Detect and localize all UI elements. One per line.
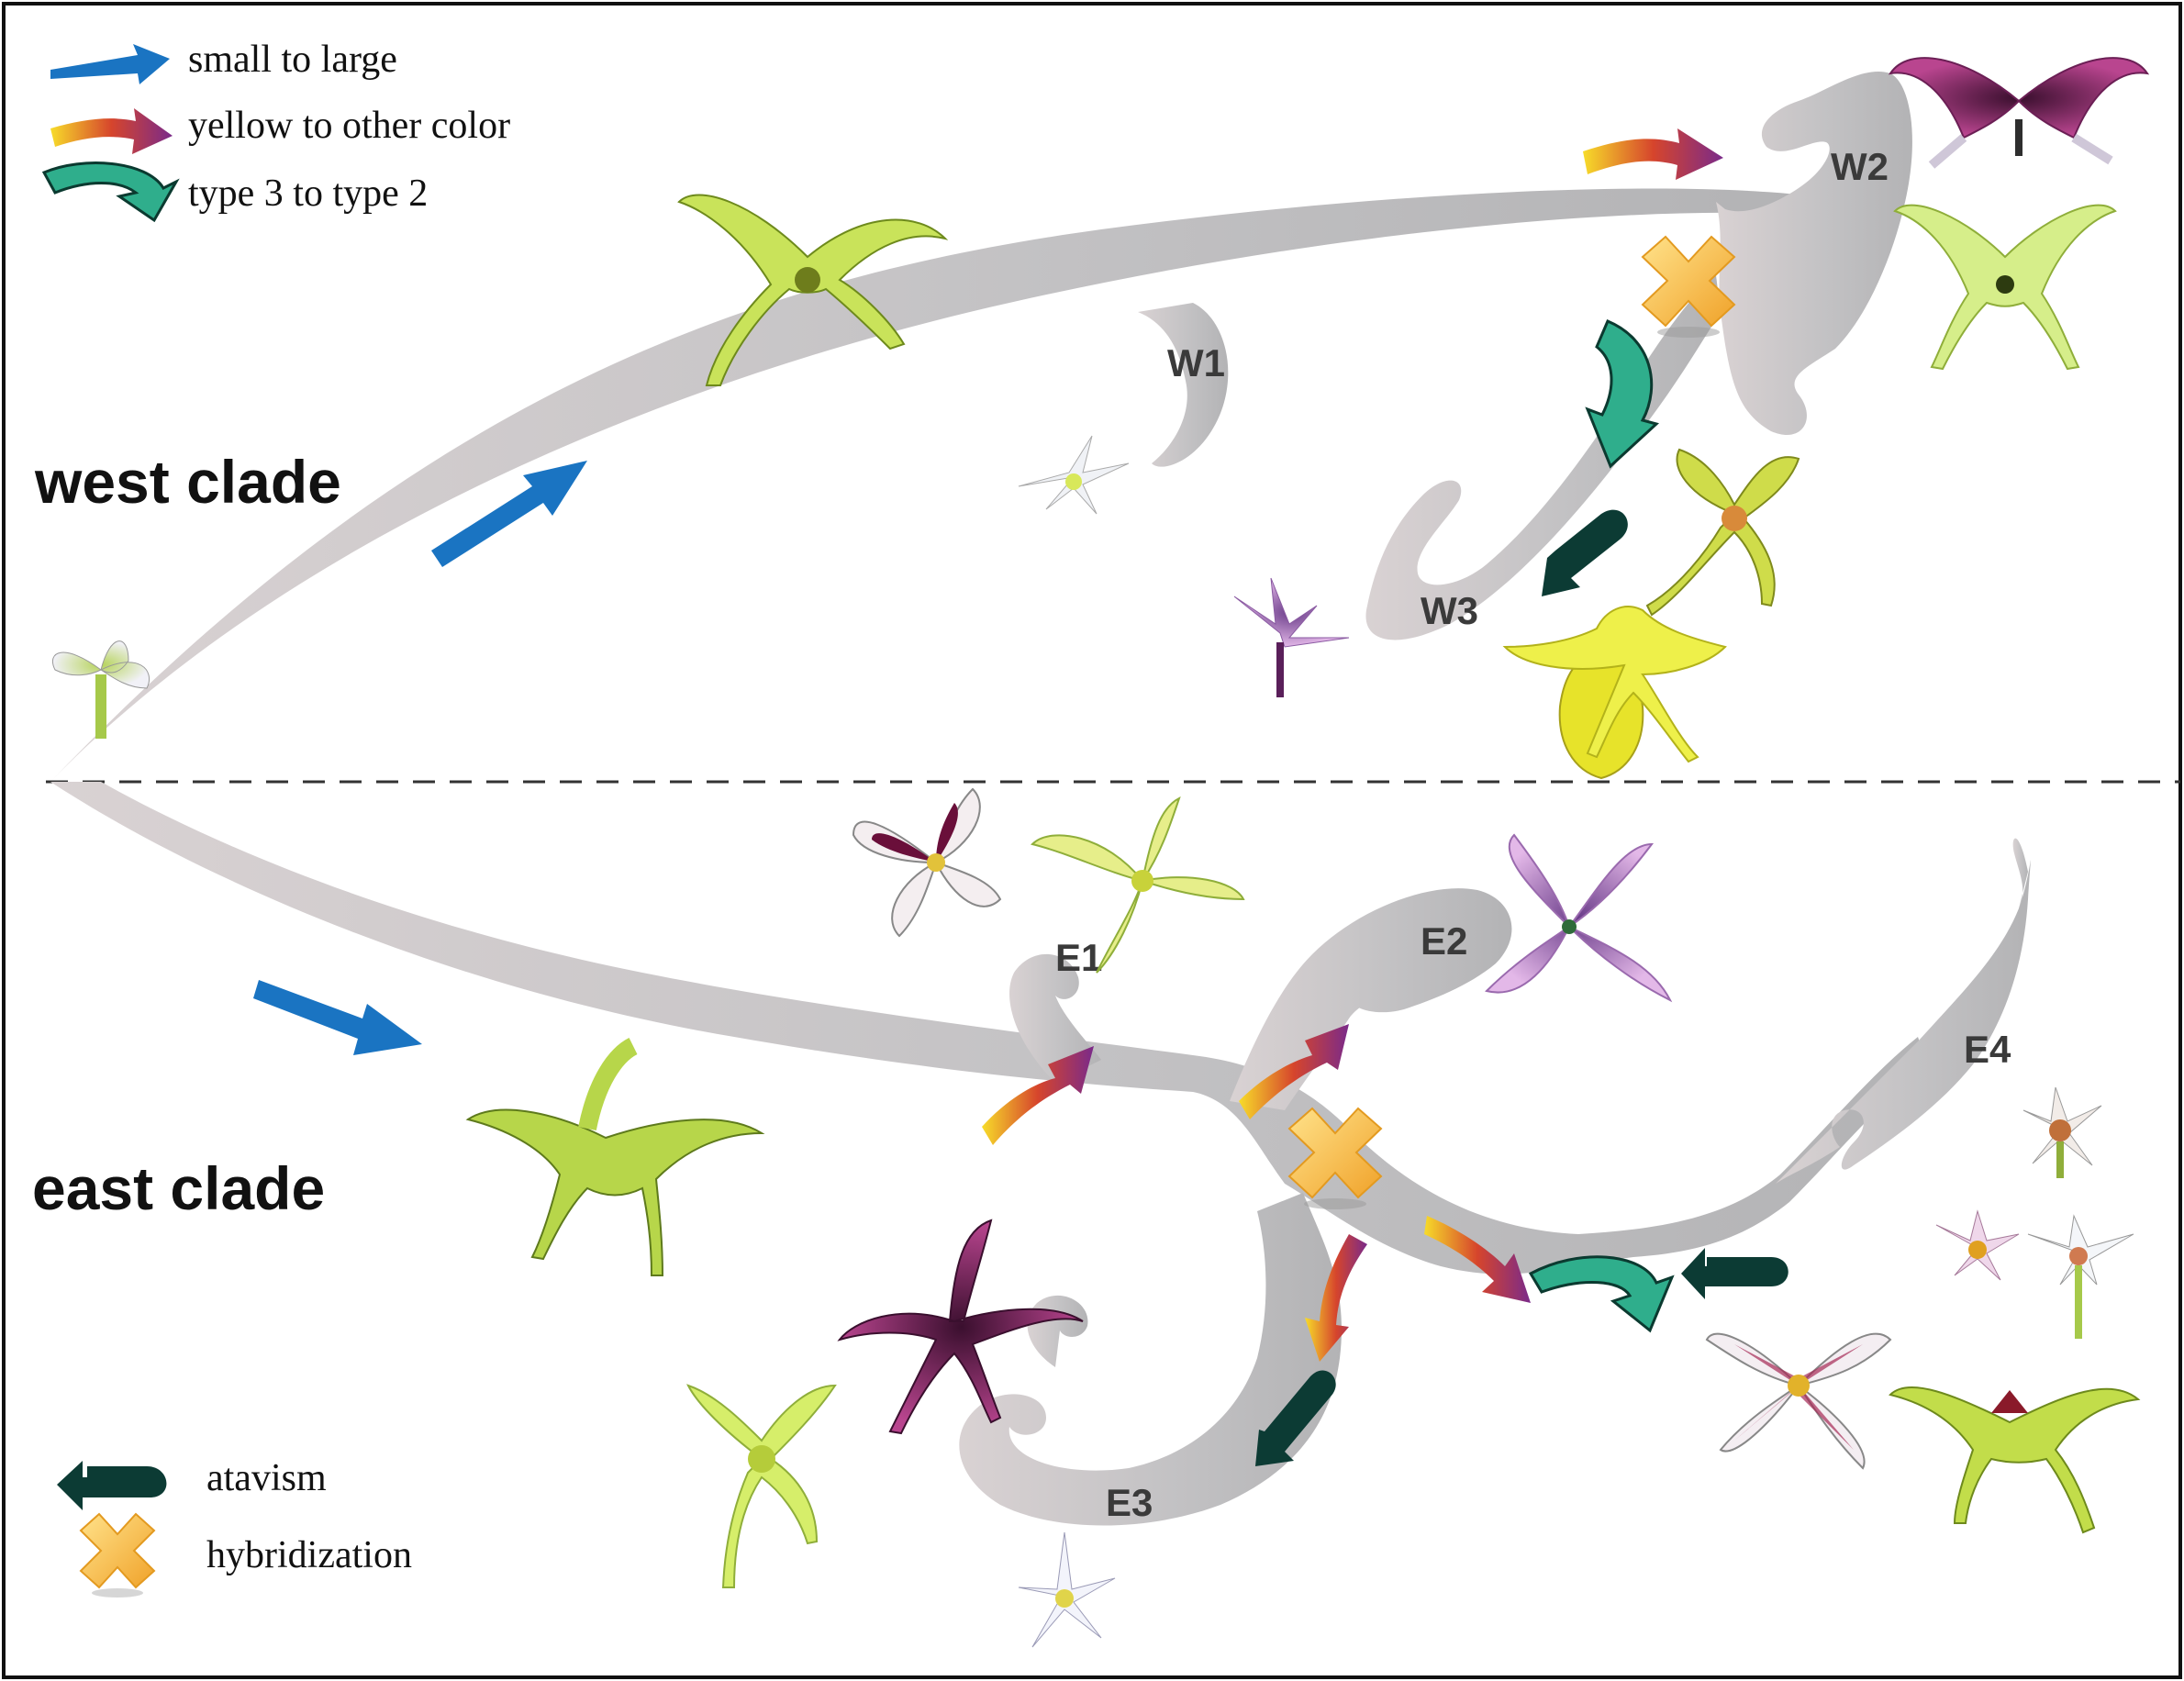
phylogeny-branches — [50, 71, 2031, 1526]
color-arrow-e1 — [982, 1046, 1094, 1145]
flower-icon — [1705, 1332, 1892, 1470]
yellow-to-other-color-arrow-icon — [50, 108, 173, 154]
w1-branch — [1138, 303, 1229, 467]
legend-hybridization: hybridization — [206, 1534, 412, 1576]
branch-label-e4: E4 — [1964, 1028, 2011, 1071]
color-arrow-w2 — [1583, 128, 1723, 180]
branch-label-e1: E1 — [1055, 936, 1102, 979]
color-arrow-e3 — [1305, 1234, 1367, 1362]
branch-label-e3: E3 — [1106, 1481, 1153, 1524]
small-to-large-arrow-icon — [50, 44, 170, 84]
flower-icon — [2027, 1214, 2134, 1339]
flower-icon — [52, 640, 150, 739]
blue-arrow-west — [431, 461, 587, 567]
color-arrow-e4 — [1424, 1216, 1531, 1303]
flower-icon — [852, 787, 1002, 938]
color-arrow-e2 — [1239, 1024, 1349, 1119]
flower-icon — [1889, 1386, 2141, 1534]
branch-label-w3: W3 — [1421, 589, 1478, 632]
flower-icon — [1888, 57, 2150, 169]
legend-type3-to-type2: type 3 to type 2 — [188, 173, 428, 215]
flower-icon — [2022, 1086, 2102, 1178]
flower-icon — [1645, 448, 1800, 617]
type3-to-type2-arrow-icon — [41, 161, 180, 223]
e3-branch — [959, 1193, 1342, 1526]
branch-label-w2: W2 — [1831, 145, 1889, 188]
east-clade-label: east clade — [32, 1154, 325, 1222]
atavism-arrow-e3 — [1255, 1370, 1336, 1466]
east-main-branch — [50, 782, 1927, 1275]
atavism-arrow-icon — [57, 1461, 167, 1510]
flower-icon — [1018, 435, 1130, 515]
w3-branch — [1365, 275, 1721, 640]
west-clade-label: west clade — [34, 448, 341, 516]
flower-icon — [1893, 204, 2117, 371]
hybridization-cross-west — [1641, 235, 1736, 338]
type-arrow-e4 — [1528, 1255, 1675, 1333]
e1-branch — [1009, 953, 1101, 1083]
legend-small-to-large: small to large — [188, 39, 397, 81]
flower-icon — [686, 1384, 837, 1588]
e4-branch — [1776, 860, 2031, 1184]
e3-lower-curl — [1027, 1295, 1088, 1367]
branch-label-w1: W1 — [1167, 341, 1225, 384]
flower-icon — [677, 194, 949, 386]
e4-tip — [2012, 838, 2028, 908]
legend: small to large yellow to other color typ… — [41, 39, 510, 1598]
legend-yellow-to-other: yellow to other color — [188, 105, 510, 147]
flower-icon — [1233, 577, 1350, 697]
flower-icon — [1935, 1209, 2020, 1281]
w2-branch — [1716, 71, 1912, 436]
flower-icon — [1485, 833, 1673, 1003]
flower-icon — [1018, 1531, 1116, 1648]
branch-label-e2: E2 — [1421, 919, 1467, 963]
atavism-arrow-e4 — [1681, 1248, 1788, 1299]
flower-icon — [837, 1219, 1084, 1435]
west-main-branch — [50, 188, 1799, 783]
legend-atavism: atavism — [206, 1457, 327, 1499]
hybridization-cross-east — [1287, 1107, 1383, 1209]
flower-icon — [465, 1038, 765, 1276]
flower-icon — [1031, 796, 1245, 974]
e2-branch — [1230, 888, 1512, 1110]
type-arrow-w3 — [1585, 319, 1660, 469]
atavism-arrow-w3 — [1542, 509, 1628, 596]
hybridization-cross-icon — [79, 1512, 156, 1598]
flower-icon — [1502, 606, 1727, 763]
blue-arrow-east — [253, 980, 422, 1055]
